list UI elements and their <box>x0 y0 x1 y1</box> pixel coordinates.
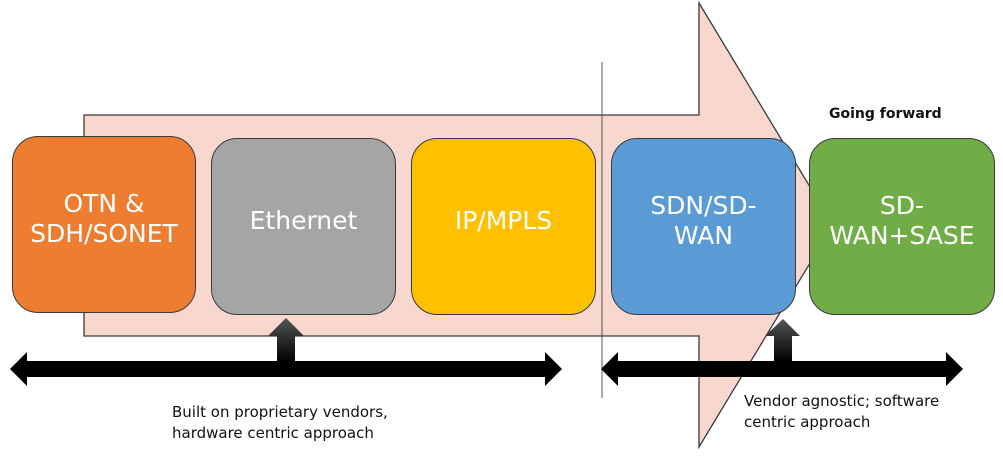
legacy-pointer-arrow <box>268 318 304 362</box>
legacy-span-double-arrow <box>10 352 562 386</box>
stage-ip-mpls: IP/MPLS <box>411 138 596 315</box>
stage-ethernet: Ethernet <box>211 138 396 315</box>
modern-span-double-arrow <box>601 352 963 386</box>
stage-label-line1: SD- <box>879 190 925 220</box>
stage-label: IP/MPLS <box>454 205 553 235</box>
stage-label-line2: SDH/SONET <box>30 218 178 248</box>
stage-label-line1: OTN & <box>63 188 145 218</box>
modern-pointer-arrow <box>765 319 800 362</box>
legacy-caption: Built on proprietary vendors, hardware c… <box>172 402 388 444</box>
stage-label-line2: WAN <box>673 220 734 250</box>
legacy-caption-line1: Built on proprietary vendors, <box>172 403 388 421</box>
stage-label-line2: WAN+SASE <box>829 220 975 250</box>
stage-sdn-sdwan: SDN/SD-WAN <box>611 138 796 315</box>
modern-caption: Vendor agnostic; software centric approa… <box>744 391 939 433</box>
modern-caption-line2: centric approach <box>744 413 871 431</box>
stage-label-line1: SDN/SD- <box>650 190 757 220</box>
stage-label: Ethernet <box>249 205 358 235</box>
legacy-caption-line2: hardware centric approach <box>172 424 374 442</box>
modern-caption-line1: Vendor agnostic; software <box>744 392 940 410</box>
going-forward-heading: Going forward <box>829 106 942 122</box>
stage-otn-sdh-sonet: OTN &SDH/SONET <box>12 136 196 313</box>
stage-sdwan-sase: SD-WAN+SASE <box>809 138 995 315</box>
